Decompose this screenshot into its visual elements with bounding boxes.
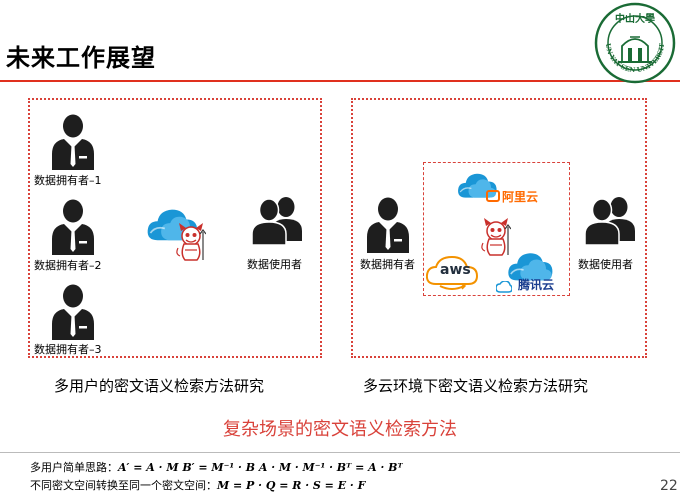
section-subtitle: 复杂场景的密文语义检索方法	[223, 419, 457, 440]
aws-logo: aws	[425, 254, 479, 292]
data-owner-2-icon	[50, 199, 96, 255]
data-owner-1-icon	[50, 114, 96, 170]
tencent-label: 腾讯云	[518, 278, 555, 292]
title-divider	[0, 80, 680, 82]
formula-2-expression: M = P · Q = R · S = E · F	[217, 479, 366, 492]
aliyun-logo: 阿里云	[486, 188, 538, 205]
logo-characters: 中山大學	[615, 12, 655, 25]
data-owner-icon	[365, 197, 411, 253]
multi-user-caption: 多用户的密文语义检索方法研究	[54, 377, 265, 395]
malicious-server-icon	[176, 222, 206, 262]
formula-1-label: 多用户简单思路：	[30, 461, 118, 474]
data-user-label: 数据使用者	[578, 258, 633, 271]
bottom-divider	[0, 452, 680, 453]
formula-line-2: 不同密文空间转换至同一个密文空间：M = P · Q = R · S = E ·…	[30, 477, 365, 493]
multi-cloud-group	[423, 162, 570, 296]
formula-2-label: 不同密文空间转换至同一个密文空间：	[30, 479, 217, 492]
multi-user-scenario-panel	[28, 98, 322, 358]
formula-line-1: 多用户简单思路：A′ = A · M B′ = M⁻¹ · B A · M · …	[30, 459, 403, 475]
tencent-logo-icon	[495, 278, 513, 293]
data-owner-label: 数据拥有者	[360, 258, 415, 271]
data-owner-3-icon	[50, 284, 96, 340]
aliyun-bracket-icon	[486, 190, 500, 202]
data-user-label: 数据使用者	[247, 258, 302, 271]
data-owner-1-label: 数据拥有者–1	[34, 174, 102, 187]
multi-cloud-scenario-panel	[351, 98, 647, 358]
aliyun-label: 阿里云	[502, 190, 539, 204]
formula-1-expression: A′ = A · M B′ = M⁻¹ · B A · M · M⁻¹ · Bᵀ…	[118, 461, 403, 474]
slide-title: 未来工作展望	[6, 44, 156, 72]
data-owner-2-label: 数据拥有者–2	[34, 259, 102, 272]
data-owner-3-label: 数据拥有者–3	[34, 343, 102, 356]
data-users-icon	[583, 197, 637, 245]
multi-cloud-caption: 多云环境下密文语义检索方法研究	[363, 377, 589, 395]
page-number: 22	[660, 478, 678, 493]
data-users-icon	[250, 197, 304, 245]
university-logo: SUN YAT-SEN UNIVERSITY 中山大學	[591, 0, 676, 84]
aws-label: aws	[440, 262, 471, 278]
